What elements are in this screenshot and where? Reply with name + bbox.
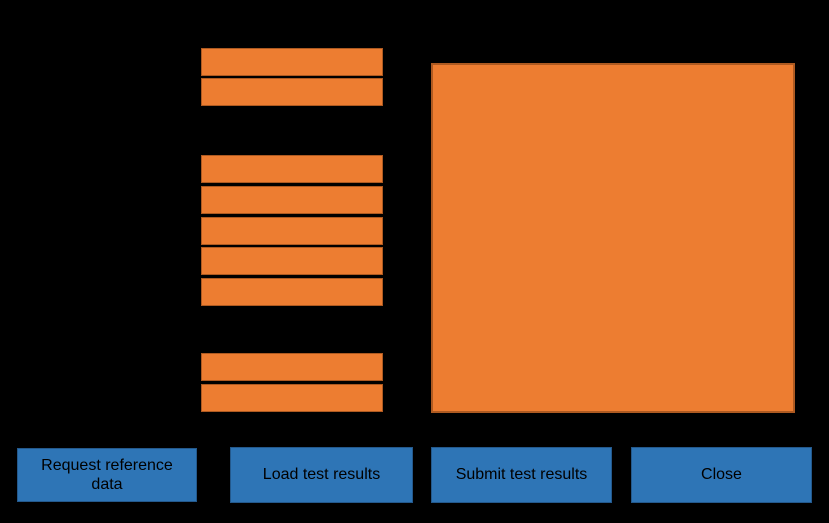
input-field-middle-5[interactable] xyxy=(201,278,383,306)
request-reference-data-button[interactable]: Request reference data xyxy=(17,448,197,502)
input-field-middle-3[interactable] xyxy=(201,217,383,245)
input-field-middle-4[interactable] xyxy=(201,247,383,275)
submit-test-results-button[interactable]: Submit test results xyxy=(431,447,612,503)
input-field-top-2[interactable] xyxy=(201,78,383,106)
close-button[interactable]: Close xyxy=(631,447,812,503)
input-field-middle-1[interactable] xyxy=(201,155,383,183)
load-test-results-button[interactable]: Load test results xyxy=(230,447,413,503)
results-display-panel[interactable] xyxy=(431,63,795,413)
input-field-bottom-1[interactable] xyxy=(201,353,383,381)
input-field-top-1[interactable] xyxy=(201,48,383,76)
input-field-middle-2[interactable] xyxy=(201,186,383,214)
input-field-bottom-2[interactable] xyxy=(201,384,383,412)
